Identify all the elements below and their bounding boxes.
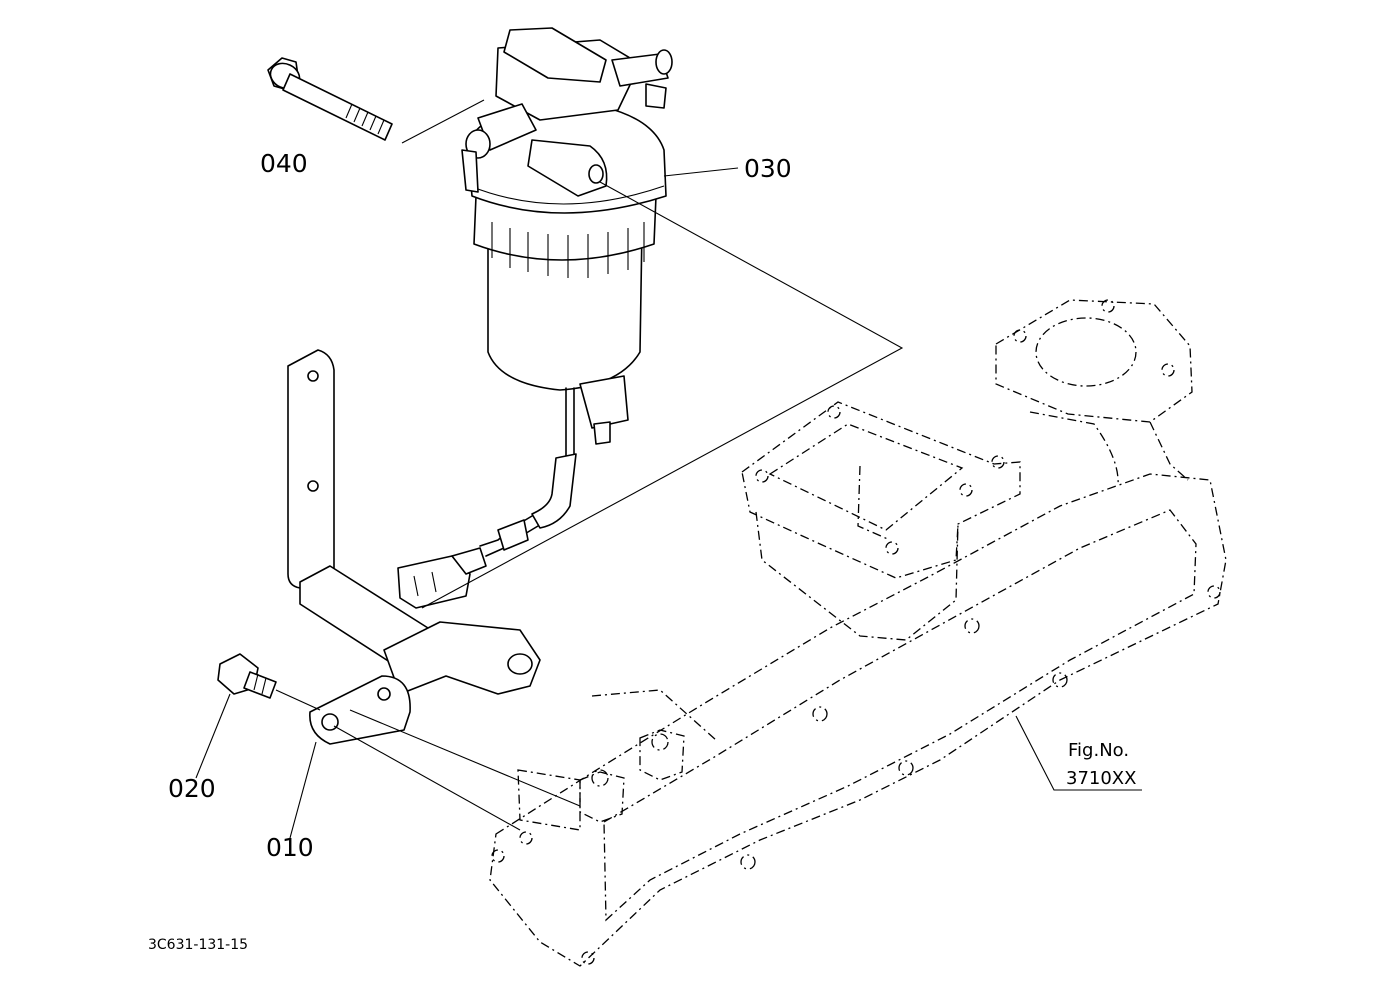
callout-020: 020 [168, 774, 216, 803]
fuel-filter-030 [397, 27, 739, 609]
callout-040: 040 [260, 149, 308, 178]
engine-manifold-phantom [489, 299, 1227, 967]
long-bolt-040 [267, 57, 485, 144]
short-bolt-020 [195, 653, 277, 779]
drawing-code: 3C631-131-15 [148, 937, 248, 953]
fig-number: 3710XX [1066, 768, 1136, 789]
fig-no-label: Fig.No. [1068, 740, 1129, 761]
callout-010: 010 [266, 833, 314, 862]
assembly-lines [275, 181, 1142, 831]
callout-030: 030 [744, 154, 792, 183]
